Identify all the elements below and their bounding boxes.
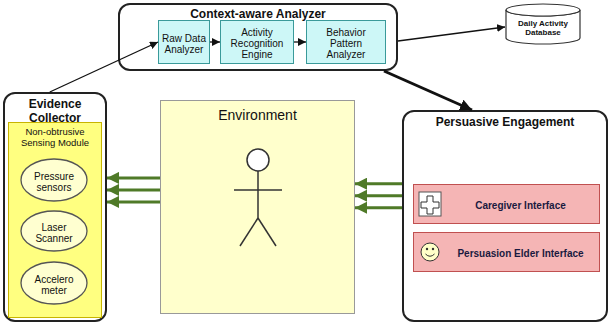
node-heading: Non-obtrusive Sensing Module xyxy=(11,126,99,148)
node-label: Behavior Pattern Analyzer xyxy=(310,27,382,60)
node-heading: Persuasive Engagement xyxy=(435,115,575,129)
node-label: Pressure sensors xyxy=(30,171,78,193)
node-label: Caregiver Interface xyxy=(475,200,566,211)
sensor-ellipse xyxy=(21,262,87,304)
node-heading: Environment xyxy=(168,107,348,123)
node-heading: Context-aware Analyzer xyxy=(128,7,388,21)
arrow-connector xyxy=(355,206,402,209)
arrow-connector xyxy=(384,71,472,110)
node-label: Raw Data Analyzer xyxy=(161,33,207,55)
node-heading: Evidence Collector xyxy=(9,97,101,125)
module-box: Non-obtrusive Sensing ModulePressure sen… xyxy=(8,122,102,318)
arrow-connector xyxy=(294,41,306,42)
process-box: Behavior Pattern Analyzer xyxy=(306,20,386,64)
sensor-ellipse xyxy=(21,159,87,201)
arrow-connector xyxy=(355,194,402,197)
group-box: Context-aware AnalyzerRaw Data Analyzer A… xyxy=(118,3,398,71)
arrow-connector xyxy=(107,188,160,191)
sensor-circle: Accelero meter xyxy=(20,261,88,305)
database-cylinder: Daily Activity Database xyxy=(505,3,581,45)
sensor-circle: Laser Scanner xyxy=(20,210,88,252)
arrow-connector xyxy=(210,41,220,42)
cylinder-top xyxy=(506,4,580,16)
smiley-icon xyxy=(421,243,439,261)
group-box: Evidence CollectorNon-obtrusive Sensing … xyxy=(3,92,107,322)
interface-box: Persuasion Elder Interface xyxy=(413,232,600,272)
node-label: Daily Activity Database xyxy=(509,19,577,37)
node-label: Persuasion Elder Interface xyxy=(457,248,583,259)
arrow-connector xyxy=(50,42,158,92)
process-box: Activity Recognition Engine xyxy=(220,20,294,64)
sensor-ellipse xyxy=(21,211,87,251)
stick-figure xyxy=(234,149,282,246)
arrow-connector xyxy=(107,176,160,179)
arrow-connector xyxy=(107,200,160,203)
cross-icon xyxy=(419,192,441,216)
sensor-circle: Pressure sensors xyxy=(20,158,88,202)
node-label: Accelero meter xyxy=(30,274,78,296)
node-label: Activity Recognition Engine xyxy=(224,27,290,60)
arrow-connector xyxy=(355,182,402,185)
process-box: Raw Data Analyzer xyxy=(158,20,210,64)
node-label: Laser Scanner xyxy=(30,222,78,244)
arrow-connector xyxy=(398,27,505,41)
